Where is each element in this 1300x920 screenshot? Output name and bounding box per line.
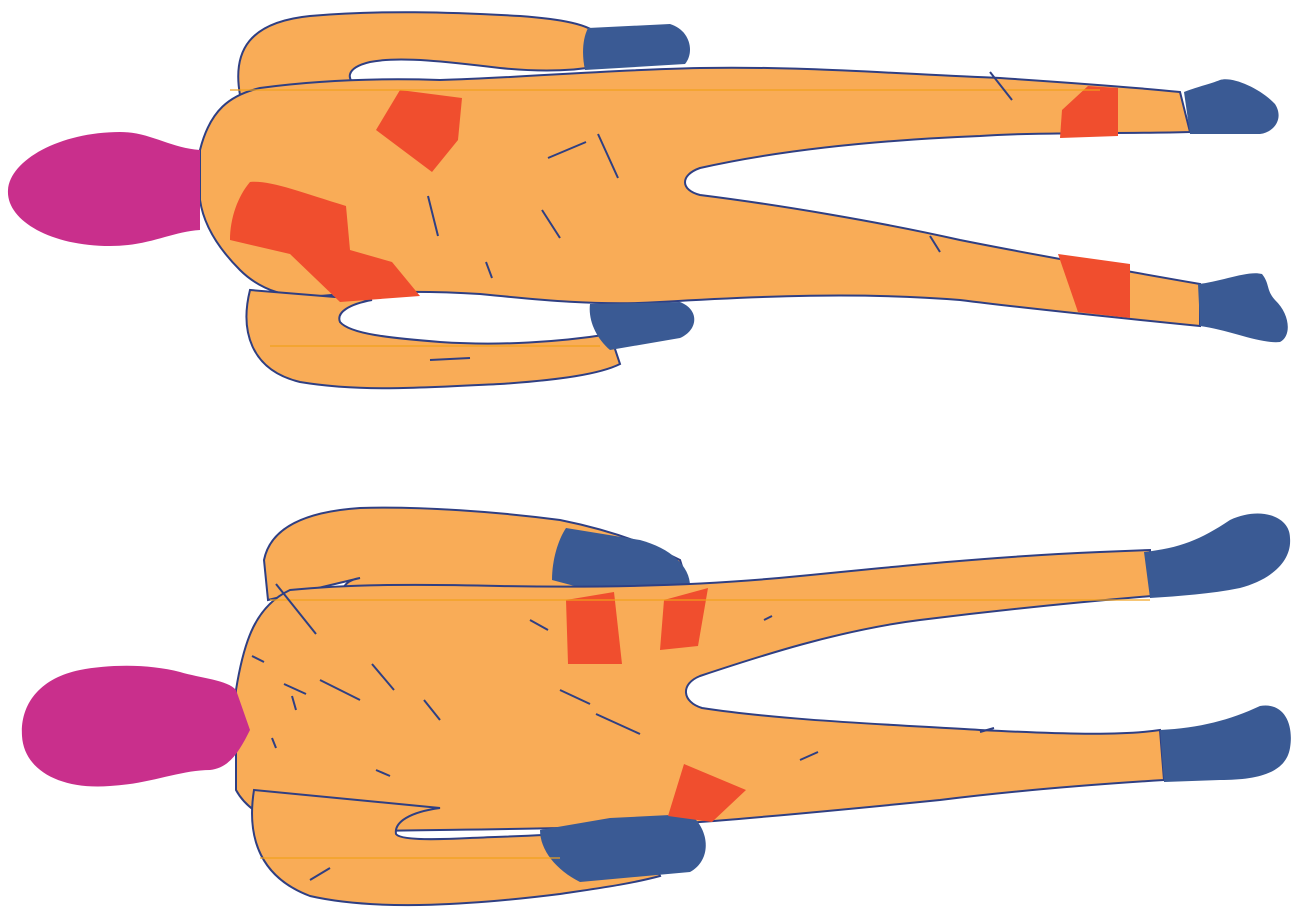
figure-front-foot-upper xyxy=(1184,79,1279,134)
figure-front xyxy=(8,12,1288,388)
figure-back-mark-hip-left xyxy=(566,592,622,664)
figure-front-lower-arm xyxy=(247,290,620,388)
figure-back xyxy=(22,508,1291,905)
figure-front-foot-lower xyxy=(1198,273,1288,342)
figure-front-upper-hand xyxy=(583,24,690,70)
figure-back-foot-lower xyxy=(1160,706,1291,782)
figure-back-head xyxy=(22,666,250,787)
figure-front-head xyxy=(8,132,200,246)
figure-front-lower-hand xyxy=(590,302,695,350)
figure-back-foot-upper xyxy=(1144,514,1290,598)
